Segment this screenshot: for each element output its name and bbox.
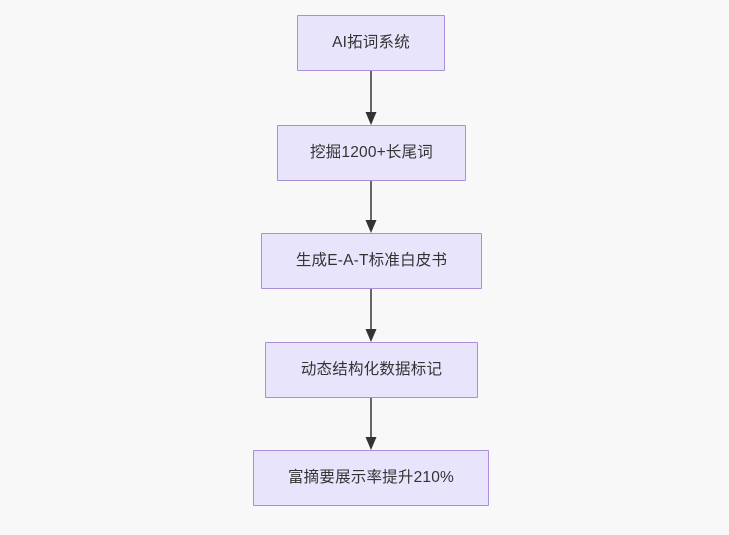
node-label: 动态结构化数据标记: [300, 360, 443, 378]
node-label: 富摘要展示率提升210%: [287, 468, 455, 486]
edge-n2-n3: [363, 181, 379, 233]
node-label: 生成E-A-T标准白皮书: [295, 251, 448, 269]
flowchart-node-ai-keyword-system[interactable]: AI拓词系统: [297, 15, 445, 71]
node-label: 挖掘1200+长尾词: [309, 143, 434, 161]
flowchart-node-mine-longtail-keywords[interactable]: 挖掘1200+长尾词: [277, 125, 466, 181]
edge-n3-n4: [363, 289, 379, 342]
flowchart-node-dynamic-structured-data-markup[interactable]: 动态结构化数据标记: [265, 342, 478, 398]
flowchart-node-generate-eat-whitepaper[interactable]: 生成E-A-T标准白皮书: [261, 233, 482, 289]
edge-n1-n2: [363, 71, 379, 125]
edge-n4-n5: [363, 398, 379, 450]
node-label: AI拓词系统: [332, 33, 410, 51]
flowchart-node-rich-snippet-impression-lift[interactable]: 富摘要展示率提升210%: [253, 450, 489, 506]
